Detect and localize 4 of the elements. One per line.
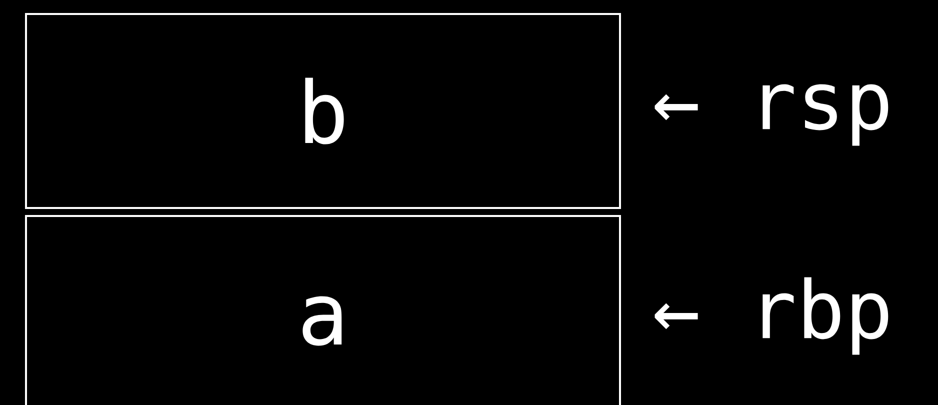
stack-slot-box: a xyxy=(25,215,621,405)
stack-slot-box: b xyxy=(25,13,621,209)
register-pointer: ← rbp xyxy=(654,277,888,355)
register-pointer: ← rsp xyxy=(654,84,888,146)
